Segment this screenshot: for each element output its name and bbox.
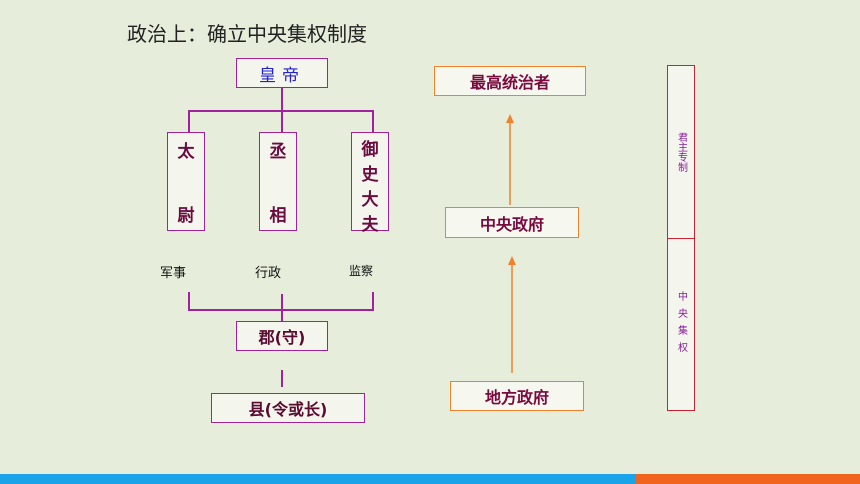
centralization-box: 中央集权 — [667, 238, 695, 411]
function-label-military: 军事 — [160, 266, 187, 281]
local-government-box: 地方政府 — [450, 381, 584, 411]
minister-char: 夫 — [361, 215, 379, 235]
connector — [281, 370, 283, 387]
emperor-box: 皇帝 — [236, 58, 328, 88]
connector — [281, 110, 283, 132]
minister-char: 御 — [361, 140, 379, 160]
function-label-administration: 行政 — [255, 266, 282, 281]
minister-box-chengxiang: 丞 相 — [259, 132, 297, 231]
commandery-box: 郡(守) — [236, 321, 328, 351]
minister-char: 大 — [361, 190, 379, 210]
county-box: 县(令或长) — [211, 393, 365, 423]
connector — [188, 292, 190, 311]
connector — [372, 292, 374, 311]
minister-box-taiwei: 太 尉 — [167, 132, 205, 231]
page-title: 政治上：确立中央集权制度 — [127, 22, 367, 46]
minister-char: 相 — [269, 206, 287, 226]
minister-char: 史 — [361, 165, 379, 185]
footer-bar-orange — [636, 474, 860, 484]
autocracy-box: 君主专制 — [667, 65, 695, 239]
arrow-up-2 — [508, 256, 516, 373]
function-label-supervision: 监察 — [349, 264, 374, 278]
footer-bar-blue — [0, 474, 636, 484]
connector — [188, 110, 190, 132]
central-government-box: 中央政府 — [445, 207, 579, 238]
minister-char: 丞 — [269, 142, 287, 162]
minister-char: 太 — [177, 142, 195, 162]
connector — [372, 110, 374, 132]
connector — [281, 88, 283, 112]
connector — [281, 294, 283, 321]
minister-box-yushidafu: 御 史 大 夫 — [351, 132, 389, 235]
minister-char: 尉 — [177, 206, 195, 226]
supreme-ruler-box: 最高统治者 — [434, 66, 586, 96]
arrow-up-1 — [506, 114, 514, 205]
